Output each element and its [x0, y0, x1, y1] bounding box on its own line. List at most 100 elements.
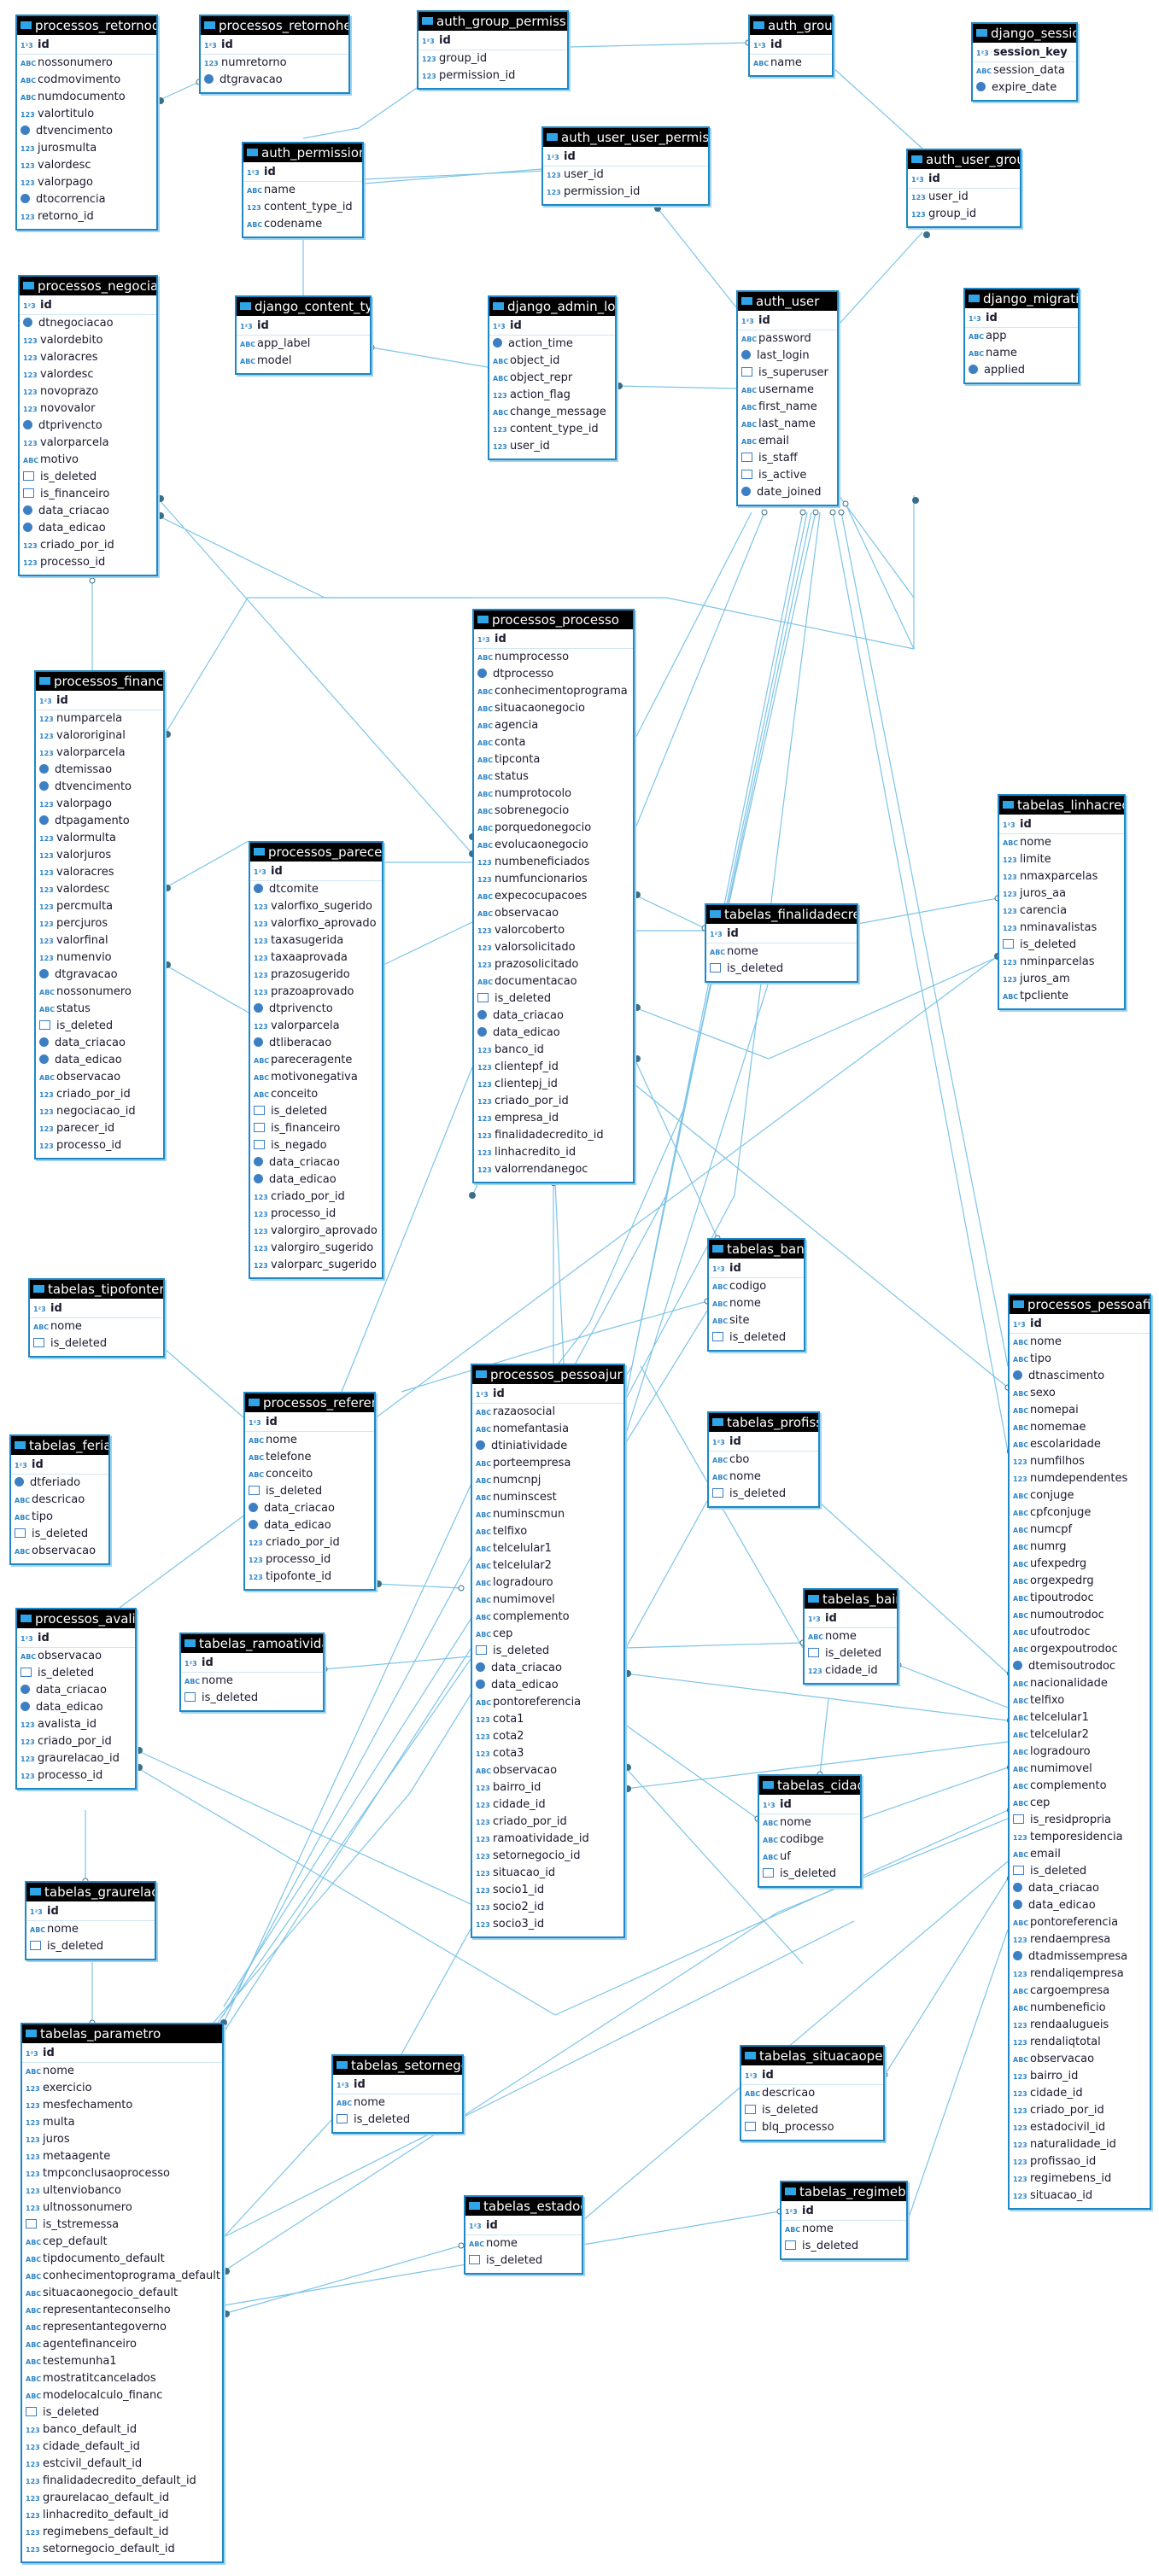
table-field[interactable]: is_deleted — [181, 1690, 323, 1707]
table-header[interactable]: auth_user_user_permissio — [543, 128, 708, 147]
table-header[interactable]: auth_user_group — [908, 150, 1020, 169]
table-field[interactable]: is_deleted — [741, 2102, 883, 2119]
table-header[interactable]: tabelas_finalidadecred — [706, 905, 857, 924]
table-field[interactable]: is_tstremessa — [22, 2217, 222, 2234]
table-field[interactable]: data_edicao — [472, 1677, 623, 1694]
table-field[interactable]: action_time — [489, 336, 615, 353]
table-field[interactable]: dtemissao — [36, 762, 163, 779]
table-field[interactable]: dtliberacao — [250, 1035, 382, 1052]
table-header[interactable]: django_migratio — [965, 289, 1078, 308]
table-field[interactable]: is_deleted — [999, 937, 1124, 954]
table-field[interactable]: is_deleted — [706, 961, 857, 978]
table-field[interactable]: data_criacao — [472, 1660, 623, 1677]
table-header[interactable]: processos_processo — [474, 610, 633, 629]
table-header[interactable]: processos_avalis — [17, 1609, 135, 1628]
table-header[interactable]: tabelas_estadoci — [465, 2197, 582, 2216]
table-header[interactable]: django_sessio — [973, 24, 1076, 43]
table-field[interactable]: is_deleted — [36, 1018, 163, 1035]
table-header[interactable]: tabelas_ramoatividac — [181, 1634, 323, 1653]
table-field[interactable]: is_deleted — [250, 1103, 382, 1120]
table-field[interactable]: is_deleted — [759, 1866, 860, 1883]
table-field[interactable]: dtcomite — [250, 881, 382, 898]
table-field[interactable]: dtocorrencia — [17, 191, 156, 208]
table-header[interactable]: tabelas_profiss — [709, 1413, 818, 1432]
table-field[interactable]: is_staff — [738, 450, 837, 467]
